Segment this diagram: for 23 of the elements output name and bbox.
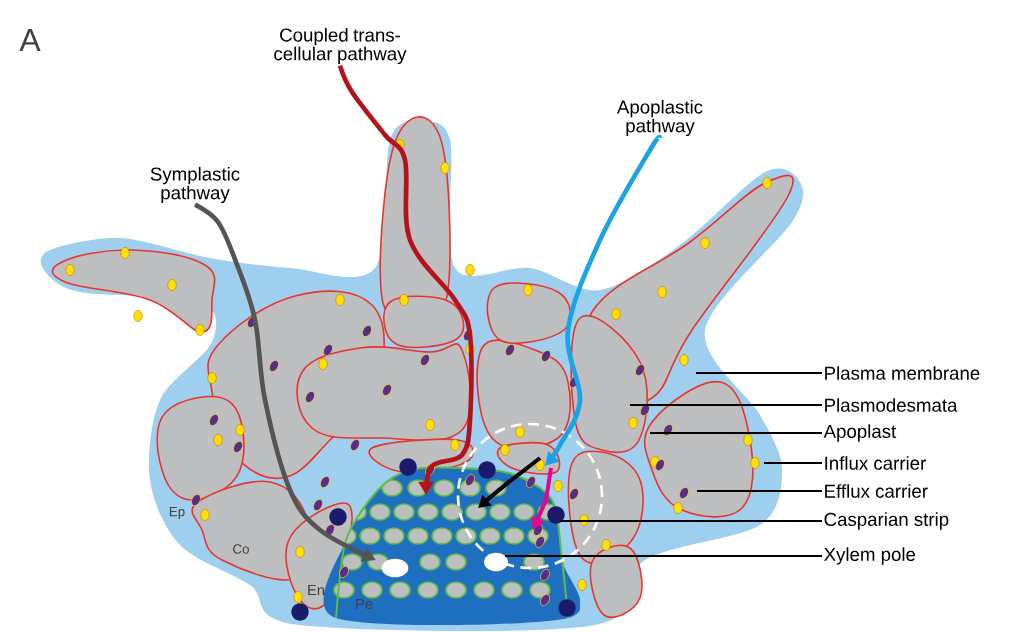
tissue-label: Pe bbox=[356, 598, 373, 610]
tissue-label: Ep bbox=[169, 507, 185, 519]
leader-line bbox=[629, 404, 823, 406]
part-label: Plasmodesmata bbox=[825, 398, 958, 412]
leader-line bbox=[696, 490, 823, 492]
part-label: Efflux carrier bbox=[825, 484, 928, 498]
pathway-arrow bbox=[545, 135, 661, 466]
leader-line bbox=[763, 462, 823, 464]
leader-line bbox=[504, 555, 823, 557]
pathway-label: Coupled trans-cellular pathway bbox=[274, 27, 407, 65]
tissue-label: Co bbox=[233, 544, 249, 554]
tissue-label: En bbox=[308, 584, 324, 596]
part-label: Plasma membrane bbox=[825, 366, 980, 380]
part-label: Casparian strip bbox=[824, 512, 949, 530]
leader-line bbox=[695, 372, 823, 374]
pathway-label: Symplastic pathway bbox=[150, 166, 240, 204]
part-label: Xylem pole bbox=[824, 547, 916, 565]
part-label: Apoplast bbox=[823, 424, 897, 442]
panel-label: A bbox=[19, 29, 41, 51]
leader-line bbox=[649, 432, 823, 434]
pathway-label: Apoplastic pathway bbox=[617, 99, 703, 137]
part-label: Influx carrier bbox=[825, 456, 926, 470]
leader-line bbox=[559, 520, 823, 522]
